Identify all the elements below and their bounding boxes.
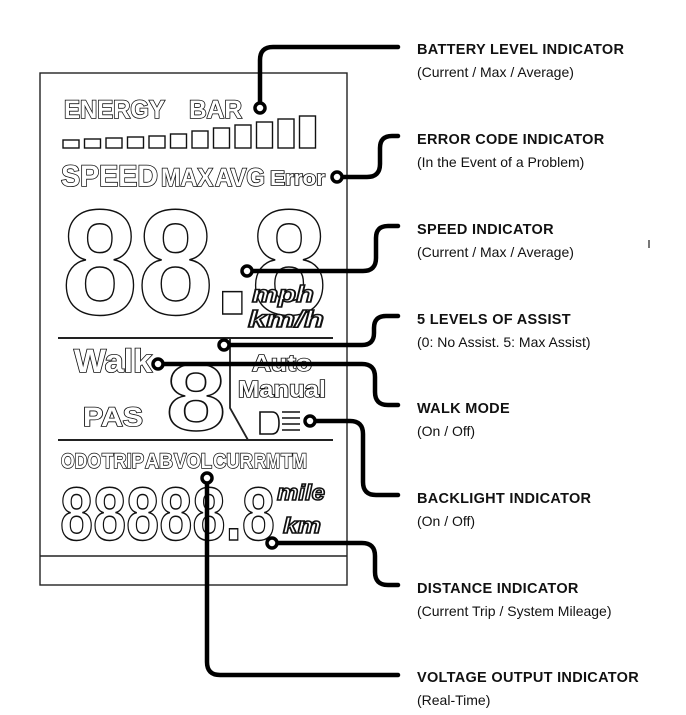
callout-distance: DISTANCE INDICATOR (Current Trip / Syste… — [417, 580, 682, 620]
leader-speed — [244, 223, 401, 274]
callout-battery: BATTERY LEVEL INDICATOR (Current / Max /… — [417, 41, 682, 81]
leader-dots — [151, 101, 344, 550]
mile-label: mile — [277, 480, 325, 505]
callout-desc: (0: No Assist. 5: Max Assist) — [417, 334, 591, 350]
mode-label-rm: RM — [254, 450, 280, 473]
callout-error: ERROR CODE INDICATOR (In the Event of a … — [417, 131, 682, 171]
kmh-label: km/h — [248, 306, 324, 332]
callout-backlight: BACKLIGHT INDICATOR (On / Off) — [417, 490, 682, 530]
battery-bar-segment — [255, 121, 274, 149]
callout-speed: SPEED INDICATOR (Current / Max / Average… — [417, 221, 682, 261]
mode-label-trip: TRIP — [102, 450, 144, 473]
avg-label: AVG — [215, 164, 265, 192]
error-label: Error — [270, 168, 325, 190]
battery-bar-segments — [62, 115, 317, 149]
dot-backlight — [303, 414, 317, 428]
callout-title: DISTANCE INDICATOR — [417, 581, 579, 597]
leader-error — [334, 133, 401, 180]
battery-bar-segment — [298, 115, 317, 149]
assist-digit: 8 — [166, 345, 226, 451]
dot-distance — [265, 536, 279, 550]
leader-assist — [221, 313, 401, 348]
backlight-icon — [259, 411, 300, 435]
leader-battery — [257, 44, 401, 111]
mode-label-vol: VOL — [174, 450, 212, 473]
callout-desc: (On / Off) — [417, 423, 476, 439]
callout-title: WALK MODE — [417, 401, 510, 417]
dot-voltage — [200, 471, 214, 485]
leader-distance — [269, 540, 401, 588]
callout-title: ERROR CODE INDICATOR — [417, 132, 605, 148]
callout-title: SPEED INDICATOR — [417, 222, 554, 238]
callout-title: VOLTAGE OUTPUT INDICATOR — [417, 670, 640, 686]
battery-bar-segment — [83, 138, 102, 149]
dot-speed — [240, 264, 254, 278]
callout-title: BACKLIGHT INDICATOR — [417, 491, 592, 507]
leader-walk — [155, 361, 401, 408]
callout-desc: (Real-Time) — [417, 692, 491, 708]
callout-title: 5 LEVELS OF ASSIST — [417, 312, 571, 328]
dot-error — [330, 170, 344, 184]
lcd-frame — [39, 72, 348, 586]
battery-bar-segment — [148, 135, 166, 149]
battery-bar-segment — [191, 130, 209, 149]
callout-title: BATTERY LEVEL INDICATOR — [417, 42, 625, 58]
distance-digits: 88888.8 — [60, 472, 275, 556]
leader-backlight — [307, 418, 401, 498]
leader-voltage — [204, 475, 401, 678]
km-label: km — [283, 513, 321, 538]
walk-label: Walk — [74, 343, 152, 379]
battery-bar-segment — [212, 127, 231, 149]
callout-desc: (Current Trip / System Mileage) — [417, 603, 612, 619]
callout-assist: 5 LEVELS OF ASSIST (0: No Assist. 5: Max… — [417, 311, 682, 351]
leader-lines — [155, 44, 401, 678]
battery-bar-segment — [169, 133, 188, 149]
battery-bar-segment — [105, 137, 123, 149]
speed-digits: 88.8 — [62, 178, 327, 346]
manual-label: Manual — [238, 376, 326, 402]
callout-desc: (On / Off) — [417, 513, 476, 529]
dot-walk — [151, 357, 165, 371]
mode-label-ab: AB — [145, 450, 173, 473]
stray-mark — [648, 240, 650, 248]
speed-label: SPEED — [61, 160, 158, 193]
battery-bar-segment — [234, 124, 252, 149]
mode-label-tm: TM — [281, 450, 307, 473]
assist-divider — [229, 338, 249, 441]
energy-label: ENERGY — [64, 96, 165, 124]
battery-bar-segment — [126, 136, 145, 149]
callout-walk: WALK MODE (On / Off) — [417, 400, 682, 440]
callout-desc: (In the Event of a Problem) — [417, 154, 585, 170]
callout-desc: (Current / Max / Average) — [417, 64, 574, 80]
battery-bar-segment — [62, 139, 80, 149]
callout-desc: (Current / Max / Average) — [417, 244, 574, 260]
battery-bar-segment — [277, 118, 295, 149]
dot-battery — [253, 101, 267, 115]
max-label: MAX — [161, 164, 213, 192]
callout-voltage: VOLTAGE OUTPUT INDICATOR (Real-Time) — [417, 669, 682, 709]
dot-assist — [217, 338, 231, 352]
pas-label: PAS — [83, 402, 143, 432]
mph-label: mph — [252, 281, 314, 307]
mode-label-odo: ODO — [61, 450, 101, 473]
mode-label-cur: CUR — [213, 450, 253, 473]
bar-label: BAR — [189, 96, 242, 124]
